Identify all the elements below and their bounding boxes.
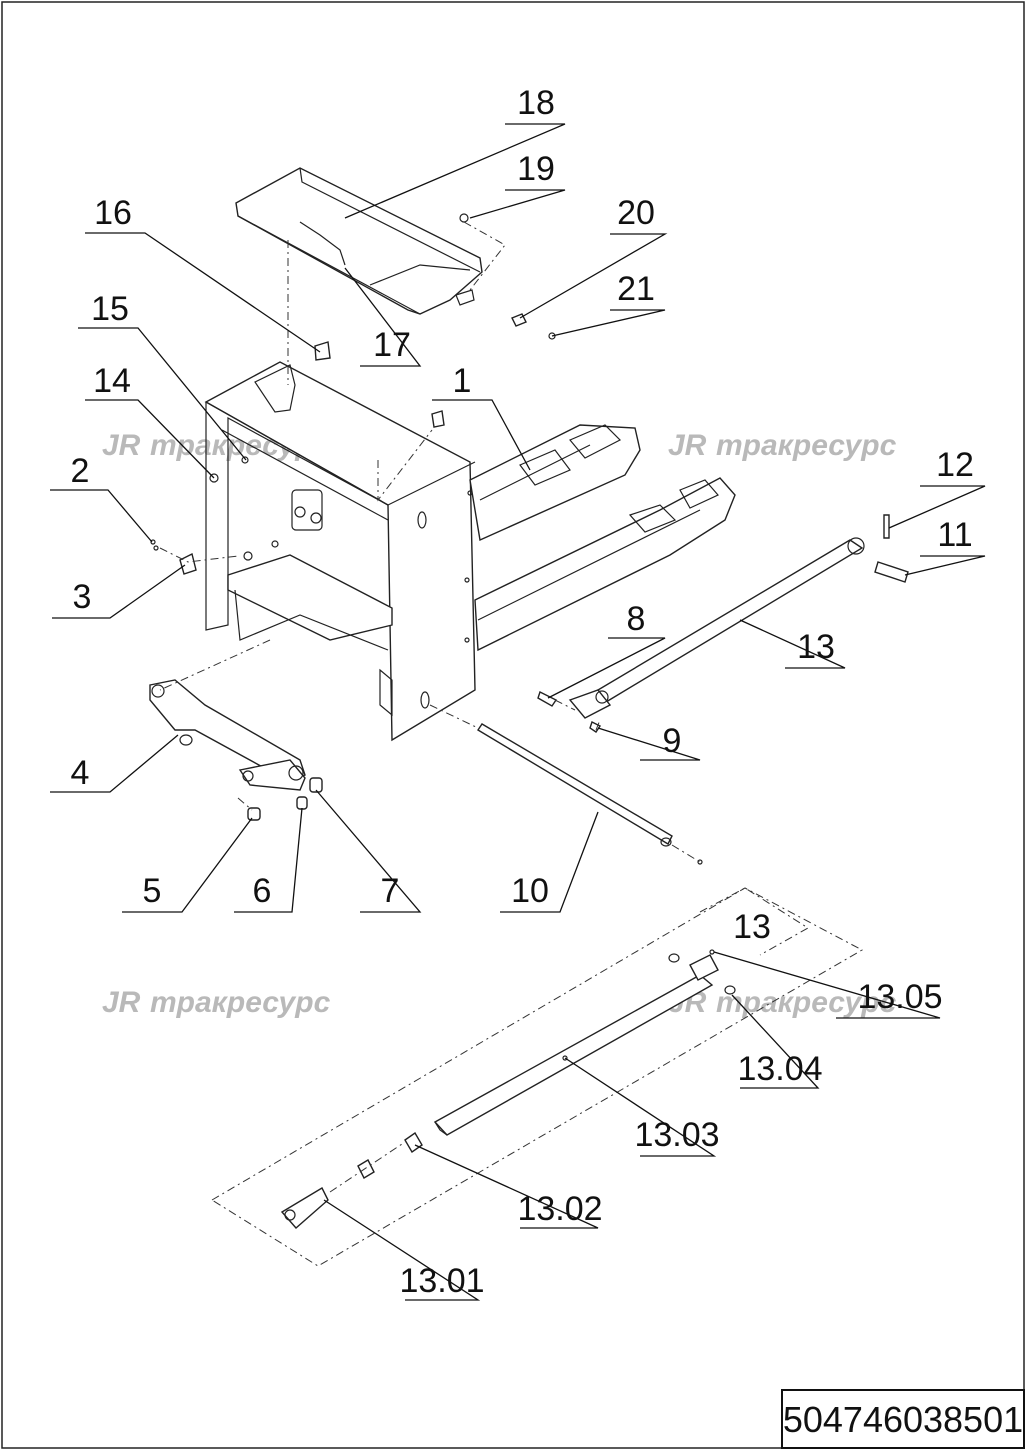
label-18: 18: [517, 84, 555, 122]
label-9: 9: [663, 722, 682, 760]
label-4: 4: [71, 754, 90, 792]
label-13-04: 13.04: [737, 1050, 822, 1088]
watermark-3: JR трaкресурс: [102, 986, 331, 1019]
watermark-text: трaкресурс: [716, 429, 897, 462]
label-15: 15: [91, 290, 129, 328]
label-19: 19: [517, 150, 555, 188]
watermark-text: трaкресурс: [150, 986, 331, 1019]
bushing-7: [309, 777, 323, 793]
label-13-01: 13.01: [399, 1262, 484, 1300]
label-detail-13: 13: [733, 908, 771, 946]
watermark-4: JR трaкресурс: [668, 986, 897, 1019]
bushing-6: [296, 796, 308, 810]
label-1: 1: [453, 362, 472, 400]
watermark-logo: JR: [102, 429, 141, 462]
cover-plate: [235, 167, 483, 315]
label-10: 10: [511, 872, 549, 910]
detail-13-parts: [280, 949, 736, 1229]
label-8: 8: [627, 600, 646, 638]
label-11: 11: [937, 516, 972, 554]
label-20: 20: [617, 194, 655, 232]
label-21: 21: [617, 270, 655, 308]
label-3: 3: [73, 578, 92, 616]
fork-left: [469, 424, 641, 542]
drawing-number-box: 504746038501: [781, 1389, 1025, 1449]
label-2: 2: [71, 452, 90, 490]
centerlines: [159, 221, 701, 863]
sub-labels: 13 13.05 13.04 13.03 13.02 13.01: [399, 908, 942, 1300]
watermark-text: трaкресурс: [716, 986, 897, 1019]
drawing-number: 504746038501: [783, 1399, 1023, 1440]
bushing-5: [247, 807, 261, 821]
label-13-03: 13.03: [634, 1116, 719, 1154]
watermark-logo: JR: [668, 429, 707, 462]
label-5: 5: [143, 872, 162, 910]
label-17: 17: [373, 326, 411, 364]
label-13: 13: [797, 628, 835, 666]
push-rod-13: [537, 537, 865, 733]
label-6: 6: [253, 872, 272, 910]
label-13-05: 13.05: [857, 978, 942, 1016]
part-labels: 18 19 20 21 16 17 15 14 1 2 3 12 11 13 8…: [71, 84, 974, 910]
label-12: 12: [936, 446, 974, 484]
label-16: 16: [94, 194, 132, 232]
watermark-logo: JR: [102, 986, 141, 1019]
fork-right: [474, 477, 736, 652]
main-frame: [204, 361, 476, 742]
axle-assembly: [149, 679, 306, 791]
rod-10: [477, 723, 703, 865]
detail-13-frame: [211, 887, 864, 1267]
label-14: 14: [93, 362, 131, 400]
leader-lines: [50, 123, 986, 1301]
label-13-02: 13.02: [517, 1190, 602, 1228]
watermark-2: JR трaкресурс: [668, 429, 897, 462]
pin-11: [874, 561, 909, 583]
label-7: 7: [381, 872, 400, 910]
pin-12: [883, 514, 890, 539]
